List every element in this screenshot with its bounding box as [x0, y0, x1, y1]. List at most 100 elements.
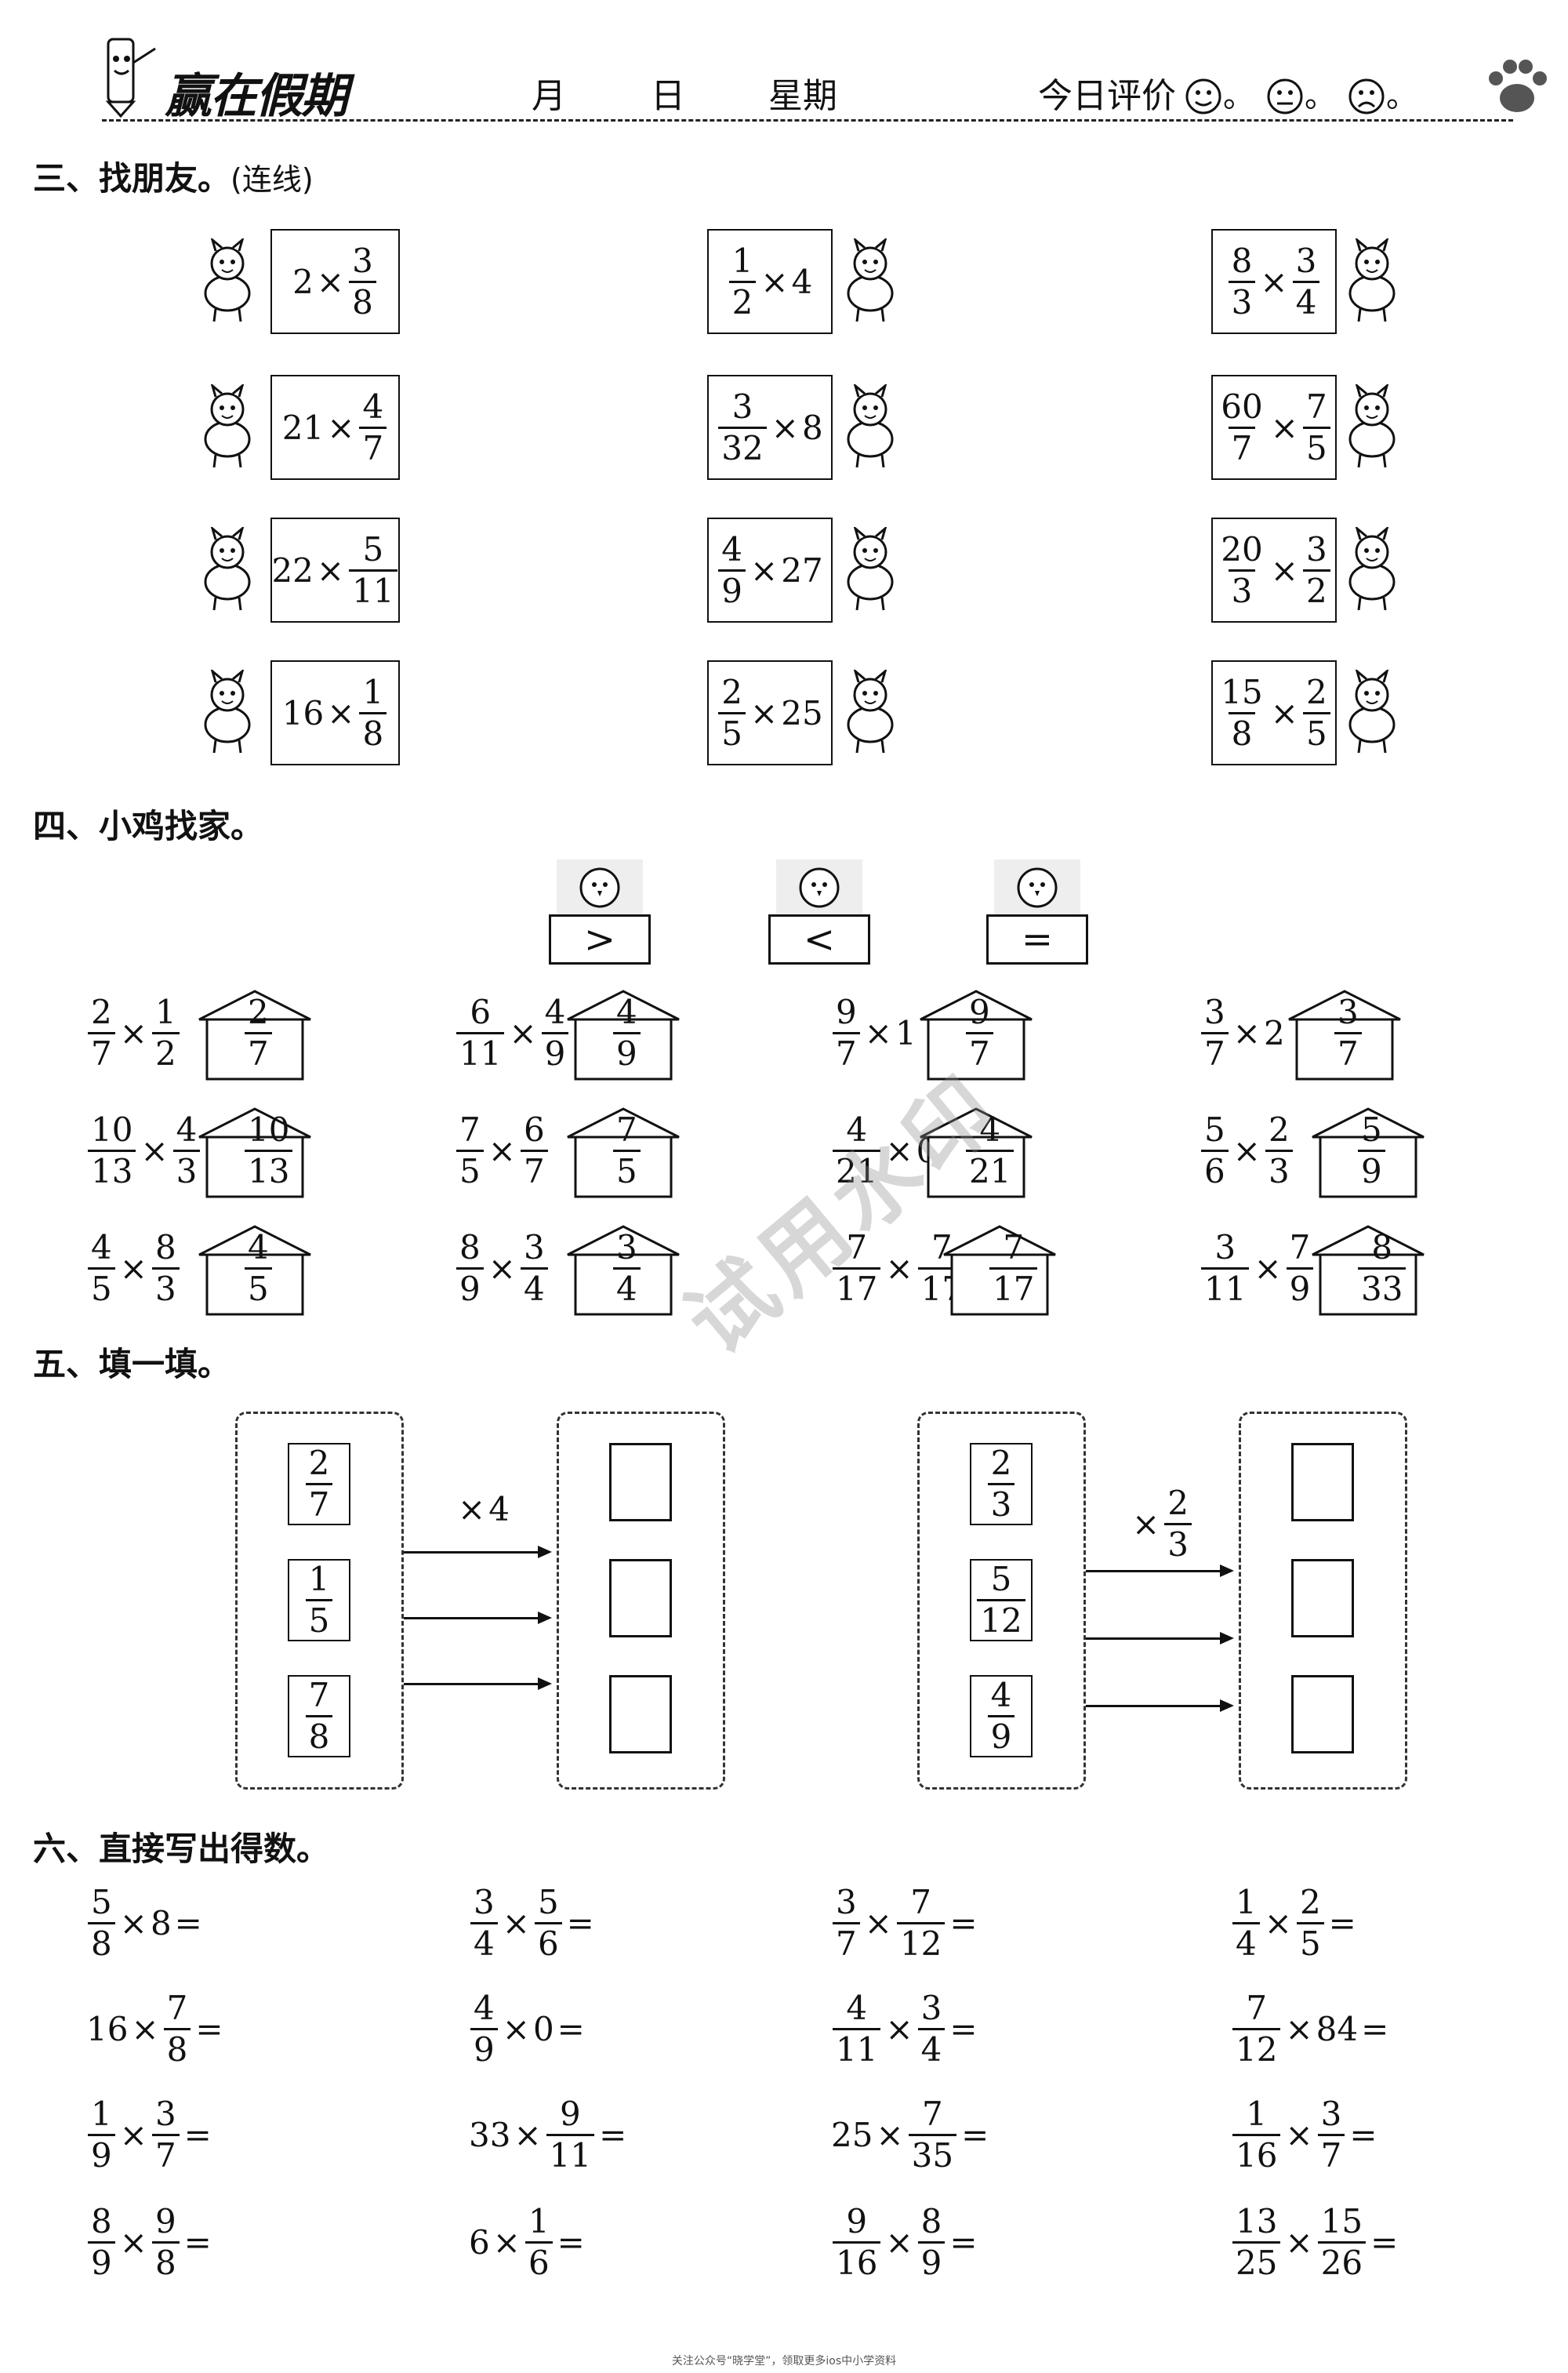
smile-icon[interactable] [1184, 77, 1223, 116]
rating-item[interactable]: 。 [1184, 71, 1254, 116]
denominator: 5 [613, 1150, 641, 1188]
operator: × [492, 2223, 521, 2262]
answer-box[interactable] [609, 1559, 672, 1637]
denominator: 8 [349, 280, 376, 319]
operator: = [949, 1904, 978, 1942]
operator: × [864, 1014, 892, 1052]
rating-item[interactable]: 。 [1265, 71, 1336, 116]
chick-sign-box[interactable]: < [768, 914, 870, 965]
house-icon[interactable] [941, 1223, 1058, 1317]
chick-sign-box[interactable]: > [549, 914, 651, 965]
answer-box[interactable] [1291, 1443, 1354, 1521]
operator: = [949, 2223, 978, 2262]
numerator: 2 [308, 1444, 330, 1482]
house-icon[interactable] [564, 988, 682, 1082]
answer-box[interactable] [1291, 1559, 1354, 1637]
numerator: 9 [836, 993, 857, 1031]
operator: = [949, 2010, 978, 2048]
house-icon[interactable] [564, 1223, 682, 1317]
denominator: 6 [534, 1922, 562, 1961]
operator: × [119, 2223, 147, 2262]
denominator: 8 [305, 1715, 333, 1753]
house-icon[interactable] [564, 1106, 682, 1200]
numerator: 9 [154, 2202, 176, 2240]
operator: = [195, 2010, 223, 2048]
denominator: 7 [520, 1150, 548, 1188]
house-icon[interactable] [196, 1223, 314, 1317]
arrow-line [1086, 1632, 1234, 1644]
numerator: 9 [560, 2095, 581, 2133]
numerator: 5 [91, 1883, 112, 1921]
denominator: 9 [718, 569, 746, 608]
house-icon[interactable] [196, 988, 314, 1082]
numerator: 4 [616, 993, 637, 1031]
neutral-icon[interactable] [1265, 77, 1305, 116]
operator: = [557, 2223, 585, 2262]
denominator: 3 [1265, 1150, 1293, 1188]
section3-subtitle: (连线) [230, 162, 314, 197]
numerator: 60 [1221, 387, 1263, 426]
numerator: 6 [523, 1110, 545, 1149]
denominator: 5 [1302, 711, 1330, 750]
rating-item[interactable]: 。 [1347, 71, 1417, 116]
sad-icon[interactable] [1347, 77, 1386, 116]
house-icon[interactable] [1309, 1106, 1427, 1200]
operator: = [183, 2223, 212, 2262]
operator: × [760, 262, 789, 301]
house-icon[interactable] [1309, 1223, 1427, 1317]
denominator: 5 [245, 1267, 272, 1306]
house-icon[interactable] [1286, 988, 1403, 1082]
denominator: 32 [718, 426, 767, 465]
denominator: 3 [172, 1150, 201, 1188]
answer-box[interactable] [609, 1443, 672, 1521]
number: 4 [488, 1490, 510, 1528]
denominator: 9 [88, 2241, 115, 2280]
denominator: 2 [728, 280, 757, 319]
number: 1 [895, 1014, 916, 1052]
house-icon[interactable] [917, 988, 1035, 1082]
numerator: 2 [721, 672, 743, 711]
chick-sign-box[interactable]: = [986, 914, 1088, 965]
denominator: 5 [1302, 426, 1330, 465]
operator: × [750, 551, 779, 590]
numerator: 7 [1246, 1989, 1268, 2027]
numerator: 4 [362, 387, 384, 426]
house-icon[interactable] [196, 1106, 314, 1200]
answer-box[interactable] [1291, 1675, 1354, 1753]
denominator: 8 [151, 2241, 180, 2280]
house-icon[interactable] [917, 1106, 1035, 1200]
answer-box[interactable] [609, 1675, 672, 1753]
